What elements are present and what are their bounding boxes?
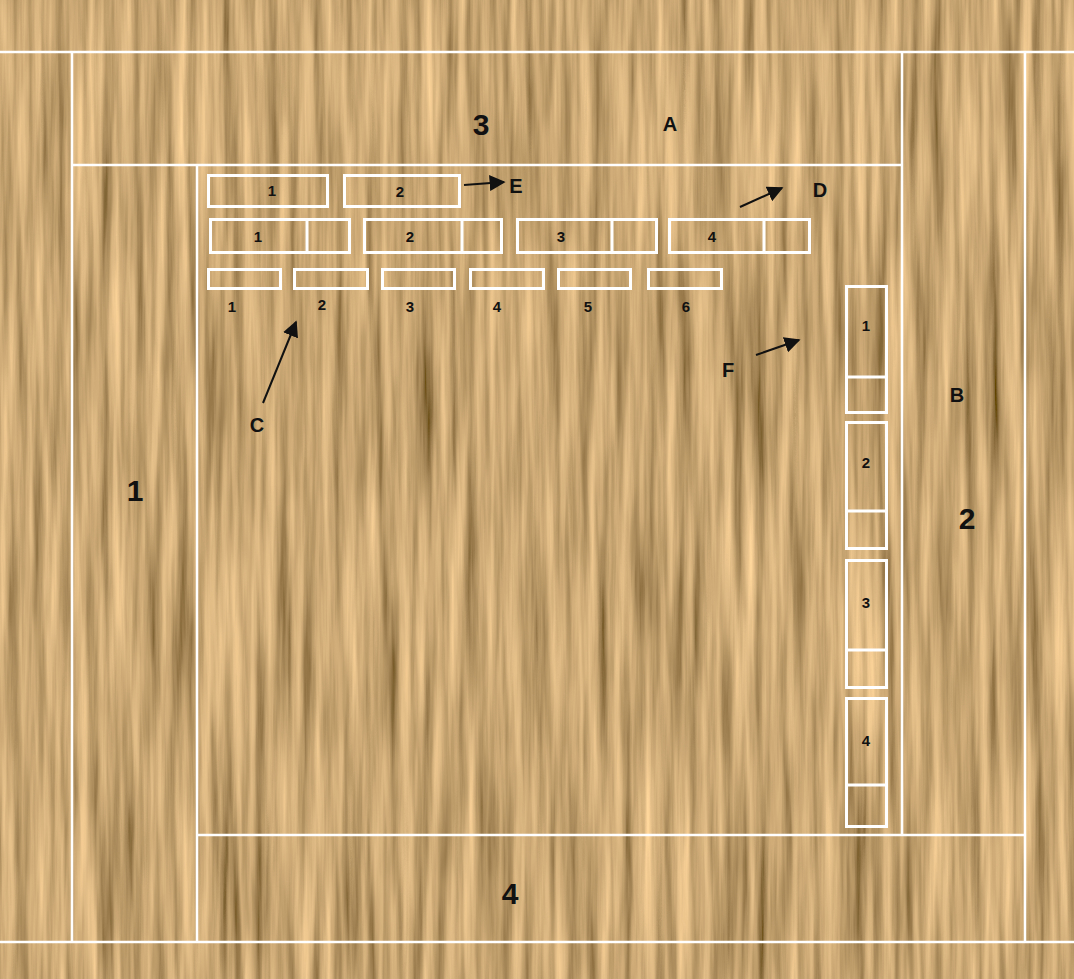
panel-number: 1 — [127, 474, 144, 507]
slot-dividers — [307, 219, 887, 785]
callout-letter: D — [813, 179, 827, 201]
slot-box: 1 — [207, 174, 329, 208]
slot-box: 6 — [647, 268, 723, 290]
slot-number: 1 — [228, 299, 236, 316]
callout-letter: E — [509, 175, 522, 197]
slot-number: 4 — [708, 229, 716, 246]
slot-box: 1 — [845, 285, 888, 414]
slot-box: 2 — [293, 268, 369, 290]
wood-panel: B2 — [902, 52, 1025, 835]
slot-box: 2 — [363, 218, 503, 254]
panel-letter: B — [950, 384, 964, 406]
slot-number: 1 — [268, 183, 276, 200]
slot-box: 4 — [845, 697, 888, 828]
slot-number: 3 — [862, 595, 870, 612]
slot-box: 1 — [207, 268, 282, 290]
slot-box: 5 — [557, 268, 632, 290]
wood-panel: 3A — [72, 52, 902, 165]
slot-box: 3 — [381, 268, 456, 290]
slot-number: 2 — [862, 455, 870, 472]
slot-box: 1 — [209, 218, 351, 254]
leader-arrows — [263, 182, 799, 403]
slot-box: 2 — [343, 174, 461, 208]
slot-number: 2 — [318, 297, 326, 314]
slot-number: 2 — [396, 184, 404, 201]
wood-panel: 1 — [72, 165, 197, 942]
slot-number: 4 — [493, 299, 501, 316]
panel-number: 3 — [473, 108, 490, 141]
slot-box: 3 — [845, 559, 888, 689]
slot-number: 6 — [682, 299, 690, 316]
slot-number: 3 — [557, 229, 565, 246]
slot-number: 3 — [406, 299, 414, 316]
slot-box: 2 — [845, 421, 888, 550]
panel-number: 4 — [502, 877, 519, 910]
panel-letter: A — [663, 113, 677, 135]
slot-number: 5 — [584, 299, 592, 316]
panel-lines — [0, 52, 1074, 942]
panel-number: 2 — [959, 502, 976, 535]
wood-panel: 4 — [197, 835, 1025, 942]
slot-box: 4 — [469, 268, 545, 290]
slot-number: 1 — [862, 318, 870, 335]
slot-box: 3 — [516, 218, 658, 254]
slot-number: 1 — [254, 229, 262, 246]
callout-letter: F — [722, 359, 734, 381]
callout-letter: C — [250, 414, 264, 436]
slot-number: 4 — [862, 733, 870, 750]
slot-box: 4 — [668, 218, 811, 254]
slot-number: 2 — [406, 229, 414, 246]
